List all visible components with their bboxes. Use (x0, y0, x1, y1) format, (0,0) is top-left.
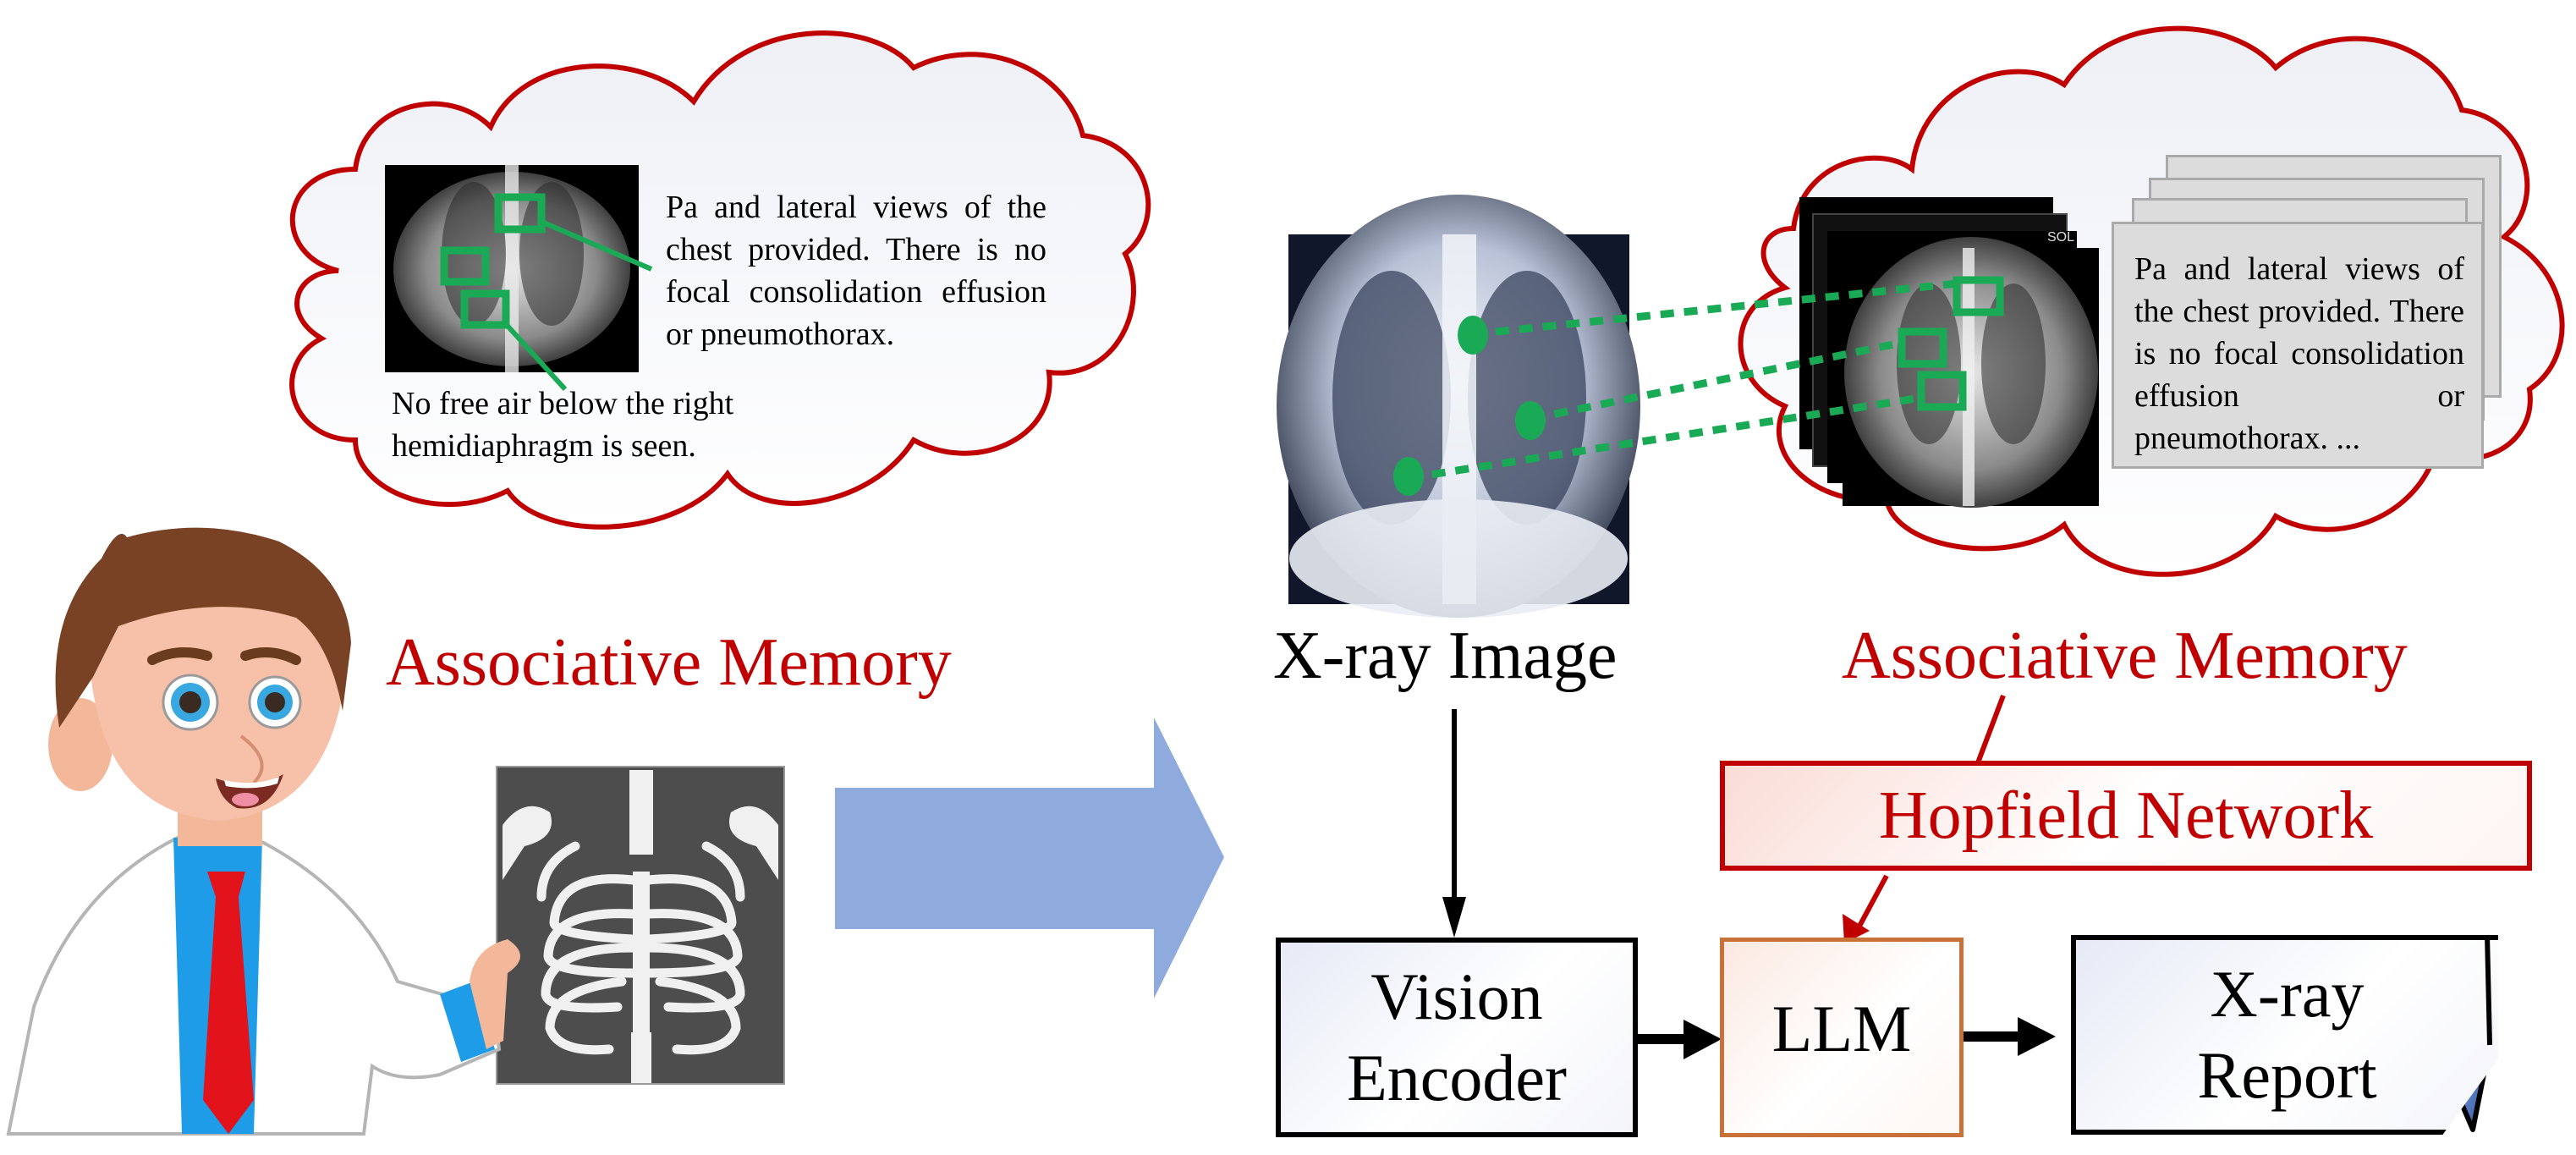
match-point-1 (1458, 316, 1488, 355)
doctor-illustration (6, 527, 520, 1136)
image-marker: SOL (2047, 230, 2075, 245)
hopfield-network-box: Hopfield Network (1720, 761, 2532, 871)
transition-arrow (835, 718, 1224, 998)
match-points (1393, 316, 1546, 496)
match-line-3 (1408, 393, 1922, 482)
match-lines (1408, 279, 1958, 482)
highlight-box-3 (460, 289, 510, 329)
left-cloud-highlight-boxes (440, 193, 546, 329)
hopfield-network-label: Hopfield Network (1878, 778, 2374, 853)
xray-report-label: X-ray Report (2197, 957, 2377, 1112)
llm-label: LLM (1771, 992, 1912, 1065)
right-memory-label: Associative Memory (1842, 619, 2408, 693)
memory-highlight-box-2 (1898, 327, 1947, 368)
arrow-hopfield-to-llm (1854, 874, 1889, 932)
input-xray-image (1277, 195, 1640, 618)
memory-highlight-box-3 (1917, 371, 1967, 411)
left-memory-label: Associative Memory (386, 625, 952, 700)
match-point-3 (1393, 457, 1424, 496)
match-point-2 (1515, 401, 1546, 440)
held-xray-board (496, 766, 785, 1085)
memory-highlight-boxes (1898, 276, 2004, 411)
memory-report-text: Pa and lateral views of the chest provid… (2134, 251, 2464, 456)
memory-text-card-1: Pa and lateral views of the chest provid… (2112, 222, 2484, 469)
highlight-box-2 (440, 246, 490, 286)
highlight-box-1 (494, 193, 546, 234)
llm-box: LLM (1720, 938, 1964, 1137)
left-cloud-report-text: Pa and lateral views of the chest provid… (666, 190, 1046, 352)
xray-report-box: X-ray Report (2071, 935, 2498, 1135)
match-line-1 (1471, 279, 1958, 338)
match-line-2 (1530, 338, 1903, 423)
memory-highlight-box-1 (1953, 276, 2004, 316)
xray-image-label: X-ray Image (1273, 619, 1618, 693)
left-cloud-callout-lines (503, 219, 653, 392)
vision-encoder-label: Vision Encoder (1347, 960, 1567, 1114)
left-cloud-secondary-text: No free air below the right hemidiaphrag… (392, 386, 734, 464)
left-memory-cloud (289, 30, 1151, 530)
vision-encoder-box: Vision Encoder (1276, 938, 1638, 1137)
